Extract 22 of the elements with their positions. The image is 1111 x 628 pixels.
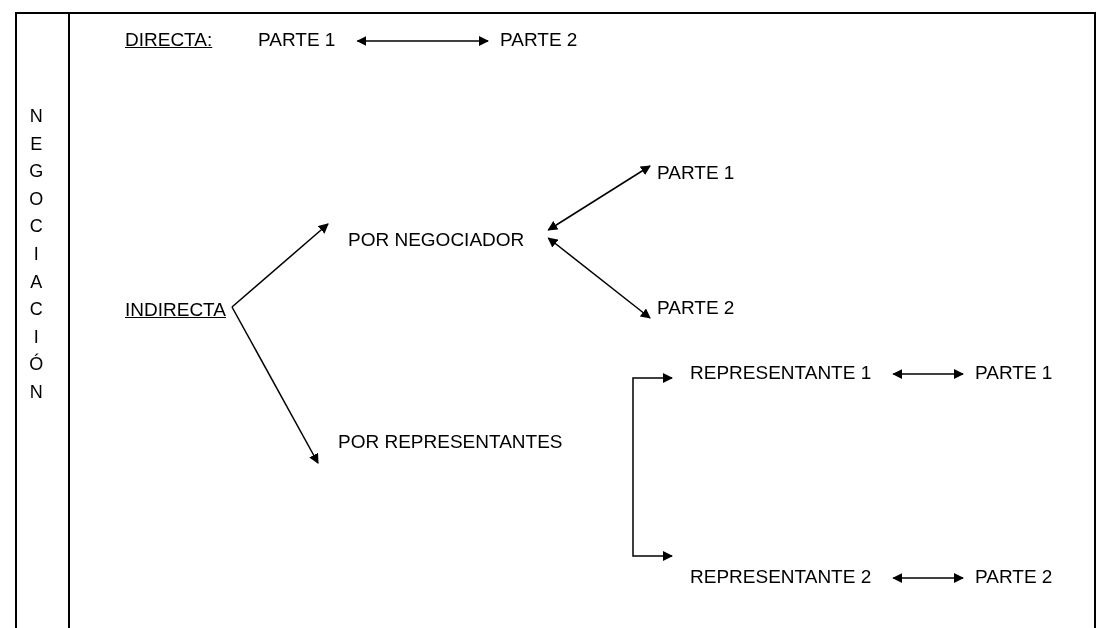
node-label: PARTE 1 xyxy=(657,161,735,185)
category-label: INDIRECTA xyxy=(125,298,226,322)
arrow xyxy=(547,237,651,319)
arrow xyxy=(632,373,673,443)
category-label: DIRECTA: xyxy=(125,28,213,52)
arrow xyxy=(356,36,489,46)
node-label: POR NEGOCIADOR xyxy=(348,228,525,252)
arrow xyxy=(892,369,964,379)
node-label: REPRESENTANTE 1 xyxy=(690,361,872,385)
node-label: PARTE 1 xyxy=(258,28,336,52)
node-label: PARTE 2 xyxy=(500,28,578,52)
arrow xyxy=(632,441,673,561)
node-label: POR REPRESENTANTES xyxy=(338,430,633,454)
node-label: REPRESENTANTE 2 xyxy=(690,565,872,589)
vertical-heading: NEGOCIACIÓN xyxy=(29,105,44,404)
node-label: PARTE 2 xyxy=(657,296,735,320)
arrow xyxy=(231,223,329,308)
node-label: PARTE 2 xyxy=(975,565,1053,589)
arrow xyxy=(892,573,964,583)
arrow xyxy=(547,165,651,231)
arrow xyxy=(231,306,319,464)
node-label: PARTE 1 xyxy=(975,361,1053,385)
